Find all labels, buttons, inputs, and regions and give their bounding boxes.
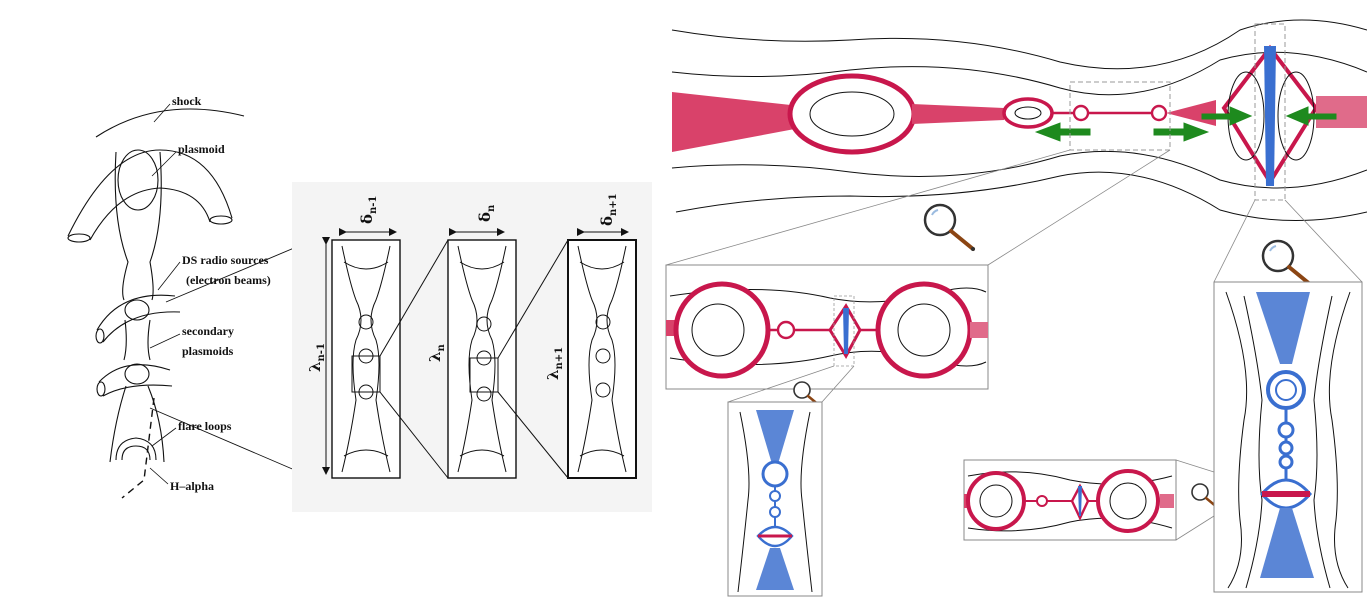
cascade-panel-3 (567, 228, 637, 479)
cascade-panel-2 (447, 228, 517, 479)
lambda-label-3: λn+1 (544, 347, 565, 380)
magnifier-icon (1261, 239, 1315, 289)
delta-label-1: δn-1 (358, 196, 379, 224)
plasmoid-shape (117, 149, 159, 211)
cascade-diagram: δn-1 δn δn+1 λn-1 λn λn+1 (292, 182, 652, 512)
arrow-left-icon (1285, 106, 1337, 126)
magnifier-icon (923, 203, 977, 253)
arrow-left-icon (1034, 122, 1091, 142)
lambda-label-2: λn (426, 343, 447, 362)
inset-large-vertical (1213, 281, 1363, 593)
label-plasmoids: plasmoids (182, 344, 234, 358)
label-plasmoid: plasmoid (178, 142, 225, 156)
shock-arc (95, 108, 245, 138)
label-ds-radio-sources: DS radio sources (182, 253, 269, 267)
inset-horizontal-zoom (665, 264, 989, 408)
label-flare-loops: flare loops (178, 419, 232, 433)
flare-model-sketch: shock plasmoid DS radio sources (electro… (67, 94, 271, 499)
lambda-label-1: λn-1 (306, 343, 327, 372)
cascade-panel-1 (322, 228, 401, 479)
arrow-right-icon (1153, 122, 1210, 142)
inset-horizontal-small (963, 459, 1220, 541)
label-electron-beams: (electron beams) (186, 273, 271, 287)
label-h-alpha: H–alpha (170, 479, 214, 493)
inset-small-vertical (727, 401, 823, 597)
reconnection-diagram (665, 19, 1367, 289)
delta-label-3: δn+1 (598, 193, 619, 226)
delta-label-2: δn (476, 204, 497, 222)
arrow-right-icon (1201, 106, 1253, 126)
label-shock: shock (172, 94, 202, 108)
label-secondary: secondary (182, 324, 234, 338)
